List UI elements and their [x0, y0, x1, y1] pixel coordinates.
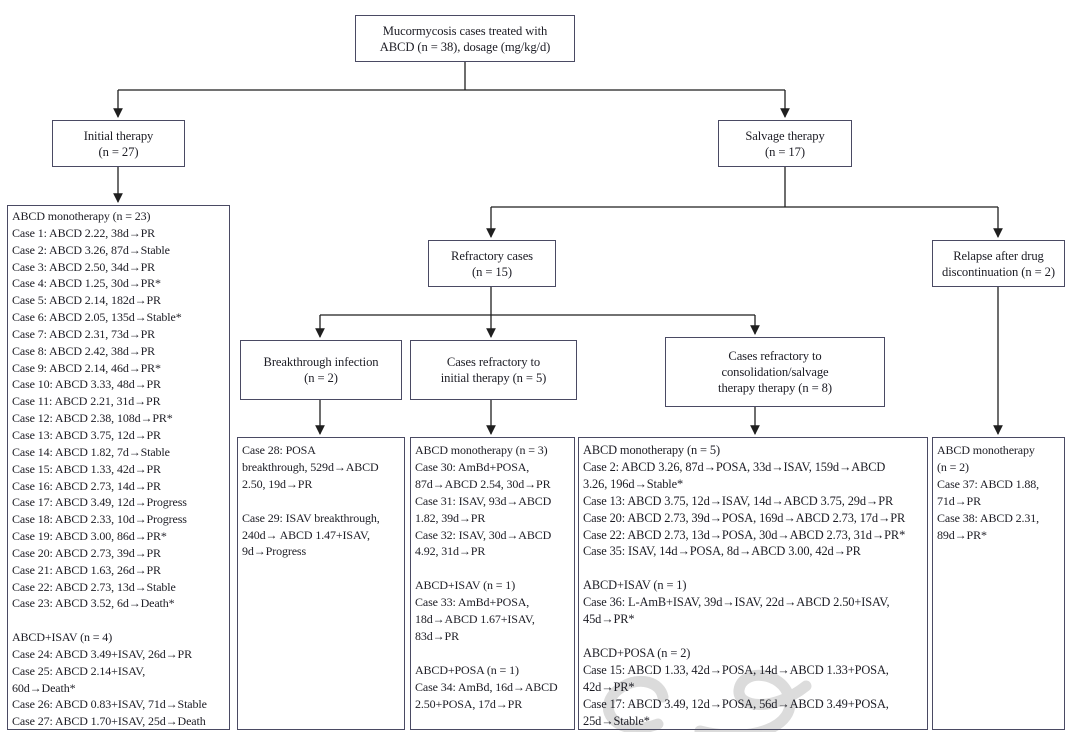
node-breakthrough-label: Breakthrough infection (n = 2) — [263, 355, 379, 385]
node-relapse-label: Relapse after drug discontinuation (n = … — [942, 248, 1055, 279]
detail-box-initial-therapy-cases: ABCD monotherapy (n = 23) Case 1: ABCD 2… — [7, 205, 230, 730]
node-refractory-consolidation: Cases refractory to consolidation/salvag… — [665, 337, 885, 407]
node-salvage-therapy-label: Salvage therapy (n = 17) — [745, 128, 825, 159]
node-initial-therapy-label: Initial therapy (n = 27) — [83, 128, 154, 159]
node-relapse: Relapse after drug discontinuation (n = … — [932, 240, 1065, 287]
detail-box-breakthrough-cases: Case 28: POSA breakthrough, 529d→ABCD 2.… — [237, 437, 405, 730]
node-refractory-initial-label: Cases refractory to initial therapy (n =… — [440, 355, 547, 385]
node-refractory-cases: Refractory cases (n = 15) — [428, 240, 556, 287]
node-root: Mucormycosis cases treated with ABCD (n … — [355, 15, 575, 62]
node-initial-therapy: Initial therapy (n = 27) — [52, 120, 185, 167]
detail-box-refractory-initial-cases: ABCD monotherapy (n = 3) Case 30: AmBd+P… — [410, 437, 575, 730]
detail-box-relapse-cases: ABCD monotherapy (n = 2) Case 37: ABCD 1… — [932, 437, 1065, 730]
detail-box-refractory-consolidation-cases: ABCD monotherapy (n = 5) Case 2: ABCD 3.… — [578, 437, 928, 730]
node-salvage-therapy: Salvage therapy (n = 17) — [718, 120, 852, 167]
node-refractory-cases-label: Refractory cases (n = 15) — [451, 248, 533, 279]
node-refractory-initial: Cases refractory to initial therapy (n =… — [410, 340, 577, 400]
node-breakthrough: Breakthrough infection (n = 2) — [240, 340, 402, 400]
node-refractory-consolidation-label: Cases refractory to consolidation/salvag… — [718, 349, 832, 395]
node-root-label: Mucormycosis cases treated with ABCD (n … — [379, 23, 551, 54]
